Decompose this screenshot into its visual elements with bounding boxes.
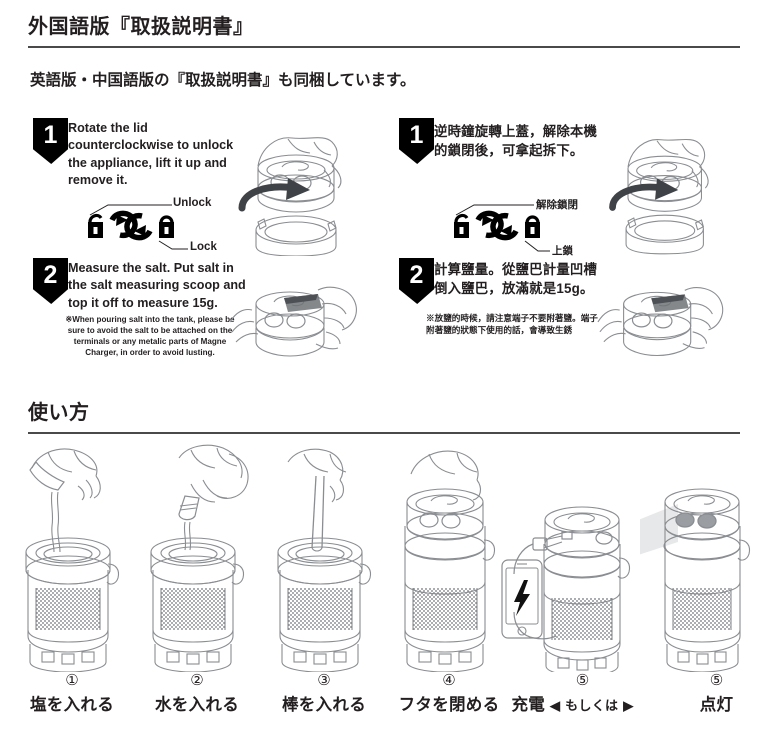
header-divider <box>28 46 740 48</box>
rotate-arrows-icon <box>109 210 153 241</box>
usage-step-5-light: ⑤ 点灯 <box>598 440 765 740</box>
usage-step-3-label: 棒を入れる <box>282 696 366 714</box>
usage-step-3-number: ③ <box>317 671 331 689</box>
step-badge-2: 2 <box>33 258 68 304</box>
padlock-closed-icon <box>159 215 174 238</box>
rotation-arrow-icon <box>609 178 679 211</box>
lightning-bolt-icon <box>514 580 530 616</box>
padlock-open-icon <box>88 213 103 238</box>
rotate-arrows-icon <box>475 210 519 241</box>
salt-scoop-icon <box>284 294 322 312</box>
step-en-1-text: Rotate the lid counterclockwise to unloc… <box>68 121 234 188</box>
usage-step-6-label: 点灯 <box>699 696 734 714</box>
step-zh-2-note: ※放鹽的時候，請注意端子不要附著鹽。端子附著鹽的狀態下使用的話，會導致生銹 <box>426 313 598 336</box>
charge-label-main: 充電 <box>511 696 546 714</box>
pour-water-bottle-illustration <box>133 440 261 673</box>
lock-label: Lock <box>190 241 217 253</box>
step-badge-1: 1 <box>399 118 434 164</box>
close-lid-illustration <box>385 440 513 673</box>
step-zh-1-text: 逆時鐘旋轉上蓋，解除本機的鎖閉後，可拿起拆下。 <box>434 124 598 159</box>
usage-step-5-number: ⑤ <box>575 671 590 689</box>
step-badge-1: 1 <box>33 118 68 164</box>
lock-label: 上鎖 <box>552 245 573 257</box>
usage-step-2-number: ② <box>190 671 204 689</box>
unlock-label: 解除鎖閉 <box>536 199 578 211</box>
usage-step-6-number: ⑤ <box>709 671 724 689</box>
usage-title: 使い方 <box>28 402 90 424</box>
usage-step-4-number: ④ <box>442 671 456 689</box>
usage-step-5-charge: ⑤ 充電 ◀ もしくは ▶ <box>500 440 645 740</box>
padlock-open-icon <box>454 213 469 238</box>
salt-scoop-icon <box>651 294 689 313</box>
light-beam <box>598 504 678 568</box>
usage-divider <box>28 432 740 434</box>
page-title: 外国語版『取扱説明書』 <box>28 16 254 38</box>
lock-diagram-svg <box>454 204 550 252</box>
padlock-closed-icon <box>525 215 540 238</box>
lid-rotate-remove-illustration-en <box>238 137 342 256</box>
unlock-label: Unlock <box>173 197 212 209</box>
usage-step-4: ④ フタを閉める <box>385 440 513 740</box>
instruction-panel-english: 1 Rotate the lid counterclockwise to unl… <box>28 118 378 383</box>
or-label: もしくは <box>565 698 619 713</box>
lock-diagram-en: Unlock Lock <box>60 193 245 258</box>
usage-step-5-label: 充電 ◀ もしくは ▶ <box>500 691 645 715</box>
lid-rotate-remove-illustration-zh <box>609 138 709 255</box>
lantern-light-illustration <box>598 440 765 673</box>
manual-lead-text: 英語版・中国語版の『取扱説明書』も同梱しています。 <box>30 72 416 89</box>
instruction-panel-chinese: 1 逆時鐘旋轉上蓋，解除本機的鎖閉後，可拿起拆下。 <box>394 118 744 383</box>
usage-step-1: ① 塩を入れる <box>8 440 136 740</box>
section-header-usage: 使い方 <box>28 396 740 434</box>
step-badge-2: 2 <box>399 258 434 304</box>
usage-step-3: ③ 棒を入れる <box>260 440 388 740</box>
left-triangle-icon: ◀ <box>549 698 561 713</box>
step-en-2-text: Measure the salt. Put salt in the salt m… <box>68 261 246 310</box>
rotation-arrow-icon <box>238 178 310 212</box>
insert-rod-illustration <box>260 440 388 673</box>
usage-step-2-label: 水を入れる <box>155 696 239 714</box>
usage-step-4-label: フタを閉める <box>398 696 500 714</box>
pour-salt-illustration <box>8 440 136 673</box>
lock-diagram-zh: 解除鎖閉 上鎖 <box>426 193 616 258</box>
usage-step-2: ② 水を入れる <box>133 440 261 740</box>
salt-scoop-illustration-zh <box>597 287 724 357</box>
usage-step-1-number: ① <box>65 671 79 689</box>
usage-step-1-label: 塩を入れる <box>30 696 114 714</box>
step-zh-2-text: 計算鹽量。從鹽巴計量凹槽倒入鹽巴，放滿就是15g。 <box>434 262 598 297</box>
section-header-manual: 外国語版『取扱説明書』 <box>28 10 740 48</box>
right-triangle-icon: ▶ <box>623 698 634 713</box>
lock-diagram-svg <box>88 204 188 250</box>
salt-scoop-illustration-en <box>229 286 357 357</box>
step-en-2-note: ※When pouring salt into the tank, please… <box>65 315 235 357</box>
usage-steps-row: ① 塩を入れる <box>0 440 765 740</box>
charge-phone-illustration <box>500 440 645 677</box>
